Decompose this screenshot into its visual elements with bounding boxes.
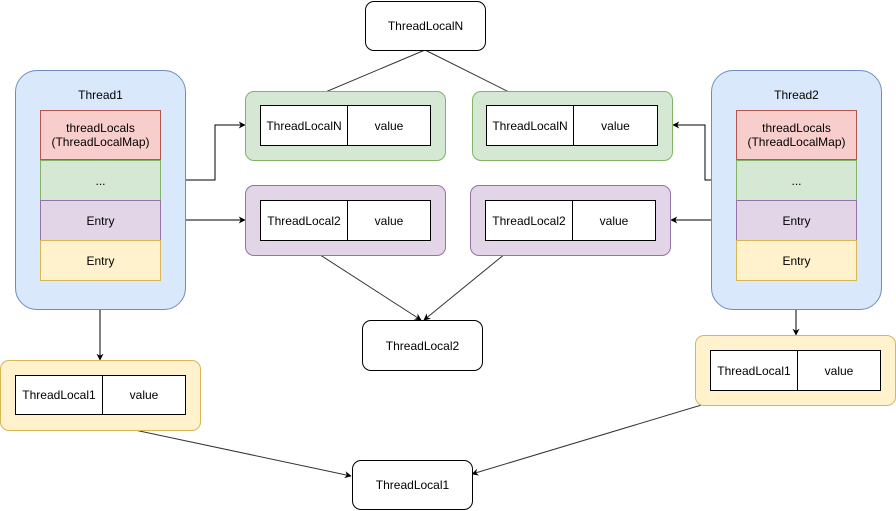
thread2-entry-cell-2[interactable]: Entry xyxy=(736,240,857,281)
thread2-threadlocals-cell[interactable]: threadLocals (ThreadLocalMap) xyxy=(736,110,857,160)
green-right-value: value xyxy=(601,118,630,133)
threadlocal-1-label: ThreadLocal1 xyxy=(375,478,450,492)
threadlocal-n-node[interactable]: ThreadLocalN xyxy=(365,1,486,51)
arrow-thread1-dots-to-green xyxy=(160,121,246,181)
threadlocal-2-label: ThreadLocal2 xyxy=(385,338,460,353)
threadlocal-n-label: ThreadLocalN xyxy=(387,19,464,33)
yellow-left-key: ThreadLocal1 xyxy=(16,376,103,414)
yellow-right-key: ThreadLocal1 xyxy=(711,351,798,390)
green-left-entry[interactable]: ThreadLocalN value xyxy=(260,105,431,146)
thread1-entry-label-2: Entry xyxy=(86,253,115,268)
thread1-threadlocals-cell[interactable]: threadLocals (ThreadLocalMap) xyxy=(40,110,161,160)
green-left-key: ThreadLocalN xyxy=(261,106,348,145)
thread2-ellipsis-cell[interactable]: ... xyxy=(736,160,857,201)
threadlocal-1-node[interactable]: ThreadLocal1 xyxy=(352,460,473,510)
thread2-title: Thread2 xyxy=(774,88,819,102)
green-left-value: value xyxy=(374,118,404,133)
yellow-left-value: value xyxy=(129,388,159,402)
thread1-entry-cell[interactable]: Entry xyxy=(40,200,161,241)
thread1-title: Thread1 xyxy=(78,88,123,102)
purple-left-key: ThreadLocal2 xyxy=(261,201,348,240)
yellow-right-value: value xyxy=(824,363,854,378)
purple-left-entry[interactable]: ThreadLocal2 value xyxy=(260,200,431,241)
green-right-key: ThreadLocalN xyxy=(487,106,574,145)
thread2-threadlocals-label: threadLocals (ThreadLocalMap) xyxy=(747,121,846,149)
purple-right-entry[interactable]: ThreadLocal2 value xyxy=(485,200,656,241)
purple-left-value: value xyxy=(374,213,404,228)
green-right-entry[interactable]: ThreadLocalN value xyxy=(486,105,658,146)
thread2-entry-cell[interactable]: Entry xyxy=(736,200,857,241)
thread1-entry-label: Entry xyxy=(86,213,115,228)
thread2-ellipsis-label: ... xyxy=(791,173,802,188)
thread1-ellipsis-label: ... xyxy=(95,173,106,188)
threadlocal-2-node[interactable]: ThreadLocal2 xyxy=(362,320,483,371)
purple-right-key: ThreadLocal2 xyxy=(486,201,573,240)
thread1-threadlocals-label: threadLocals (ThreadLocalMap) xyxy=(51,121,150,149)
thread1-entry-cell-2[interactable]: Entry xyxy=(40,240,161,281)
thread2-entry-label-2: Entry xyxy=(782,253,811,268)
thread1-ellipsis-cell[interactable]: ... xyxy=(40,160,161,201)
yellow-left-entry[interactable]: ThreadLocal1 value xyxy=(15,375,186,415)
purple-right-value: value xyxy=(599,213,629,228)
thread2-entry-label: Entry xyxy=(782,213,811,228)
yellow-right-entry[interactable]: ThreadLocal1 value xyxy=(710,350,881,391)
